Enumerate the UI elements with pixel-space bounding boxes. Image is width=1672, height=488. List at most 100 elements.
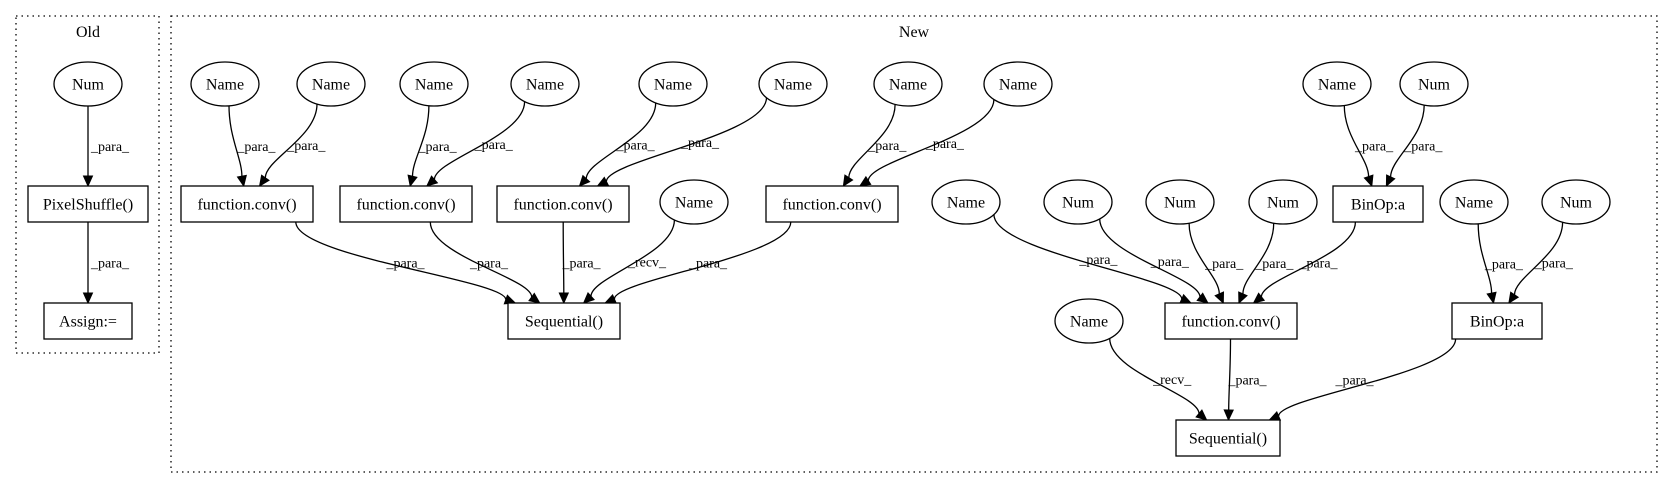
arrowhead xyxy=(1195,409,1208,421)
node-label: Num xyxy=(72,77,105,94)
node-box xyxy=(765,185,899,223)
edge-line xyxy=(228,105,243,177)
cluster-border xyxy=(15,15,160,354)
arrowhead xyxy=(582,291,595,304)
edge-fc4-to-seq1: _para_ xyxy=(604,221,792,304)
node-box xyxy=(339,185,473,223)
node-label: Name xyxy=(654,77,692,94)
edge-n8-to-fc4: _para_ xyxy=(858,99,995,187)
node-name-n8: Name xyxy=(983,61,1053,107)
edge-line xyxy=(1242,223,1275,294)
edge-num_b-to-fc5: _para_ xyxy=(1188,223,1244,305)
node-ellipse xyxy=(638,61,708,107)
node-name-n1: Name xyxy=(190,61,260,107)
edge-n1-to-fc1: _para_ xyxy=(228,105,276,188)
arrowhead xyxy=(425,175,439,187)
node-label: Num xyxy=(1164,195,1197,212)
node-num-o_num: Num xyxy=(53,61,123,107)
edge-line xyxy=(1513,222,1564,295)
edge-nm_recv2-to-seq2: _recv_ xyxy=(1109,338,1208,421)
node-function-conv-fc5: function.conv() xyxy=(1164,302,1298,340)
node-name-nm_a: Name xyxy=(931,179,1001,225)
edge-n2-to-fc1: _para_ xyxy=(258,103,326,187)
edge-label: _para_ xyxy=(1334,374,1374,389)
node-ellipse xyxy=(659,179,729,225)
node-binop-a-binop1: BinOp:a xyxy=(1332,185,1424,223)
node-name-n6: Name xyxy=(758,61,828,107)
node-label: Name xyxy=(415,77,453,94)
arrowhead xyxy=(842,174,854,188)
node-assign-o_asg: Assign:= xyxy=(43,302,133,340)
node-box xyxy=(1164,302,1298,340)
edge-o_pix-to-o_asg: _para_ xyxy=(82,221,130,305)
node-ellipse xyxy=(1043,179,1113,225)
node-label: function.conv() xyxy=(513,197,612,214)
node-num-num_c: Num xyxy=(1248,179,1318,225)
node-label: Num xyxy=(1062,195,1095,212)
cluster-new: New xyxy=(170,15,1658,473)
node-ellipse xyxy=(53,61,123,107)
edge-fc2-to-seq1: _para_ xyxy=(429,221,541,304)
edge-nm_b-to-binop2: _para_ xyxy=(1477,223,1524,305)
edge-line xyxy=(867,99,995,181)
edge-label: _para_ xyxy=(474,138,514,153)
edge-binop1-to-fc5: _para_ xyxy=(1252,221,1357,304)
arrowhead xyxy=(558,292,570,305)
node-function-conv-fc1: function.conv() xyxy=(180,185,314,223)
node-name-n9: Name xyxy=(1302,61,1372,107)
edge-label: _para_ xyxy=(1298,257,1338,272)
node-label: BinOp:a xyxy=(1470,314,1524,331)
edge-line xyxy=(1343,105,1370,177)
edge-label: _para_ xyxy=(1150,255,1190,270)
edge-label: _recv_ xyxy=(1152,373,1192,388)
edge-line xyxy=(1260,221,1357,297)
node-ellipse xyxy=(1302,61,1372,107)
edges-layer: _para__para__para__para__para__para__par… xyxy=(82,97,1574,422)
edge-label: _para_ xyxy=(688,257,728,272)
node-label: BinOp:a xyxy=(1351,197,1405,214)
node-ellipse xyxy=(1439,179,1509,225)
arrowhead xyxy=(858,175,872,187)
arrowhead xyxy=(407,174,418,188)
node-name-n7: Name xyxy=(873,61,943,107)
node-ellipse xyxy=(399,61,469,107)
node-label: Name xyxy=(999,77,1037,94)
node-box xyxy=(180,185,314,223)
node-label: Name xyxy=(889,77,927,94)
node-label: PixelShuffle() xyxy=(43,197,133,214)
edge-line xyxy=(429,221,533,298)
node-ellipse xyxy=(1399,61,1469,107)
arrowhead xyxy=(82,292,94,305)
arrowhead xyxy=(258,174,270,187)
cluster-border xyxy=(170,15,1658,473)
node-label: Num xyxy=(1267,195,1300,212)
edge-label: _para_ xyxy=(385,257,425,272)
node-label: Num xyxy=(1560,195,1593,212)
edge-label: _para_ xyxy=(1204,257,1244,272)
arrowhead xyxy=(1196,292,1209,304)
node-box xyxy=(507,302,621,340)
edge-line xyxy=(613,221,792,300)
arrowhead xyxy=(1179,293,1193,304)
edge-label: _para_ xyxy=(867,139,907,154)
arrowhead xyxy=(82,175,94,188)
node-num-n10: Num xyxy=(1399,61,1469,107)
edge-line xyxy=(1099,218,1201,298)
node-box xyxy=(27,185,149,223)
node-name-n3: Name xyxy=(399,61,469,107)
node-label: Num xyxy=(1418,77,1451,94)
node-label: function.conv() xyxy=(356,197,455,214)
arrowhead xyxy=(604,293,617,304)
node-label: function.conv() xyxy=(782,197,881,214)
edge-label: _para_ xyxy=(1403,140,1443,155)
edge-line xyxy=(1109,338,1200,414)
edge-label: _para_ xyxy=(236,140,276,155)
arrowhead xyxy=(1214,291,1225,305)
node-label: Sequential() xyxy=(1189,431,1267,448)
edge-num_d-to-binop2: _para_ xyxy=(1508,222,1574,305)
cluster-old: Old xyxy=(15,15,160,354)
edge-line xyxy=(605,97,768,182)
edge-line xyxy=(433,101,526,180)
node-label: Name xyxy=(947,195,985,212)
